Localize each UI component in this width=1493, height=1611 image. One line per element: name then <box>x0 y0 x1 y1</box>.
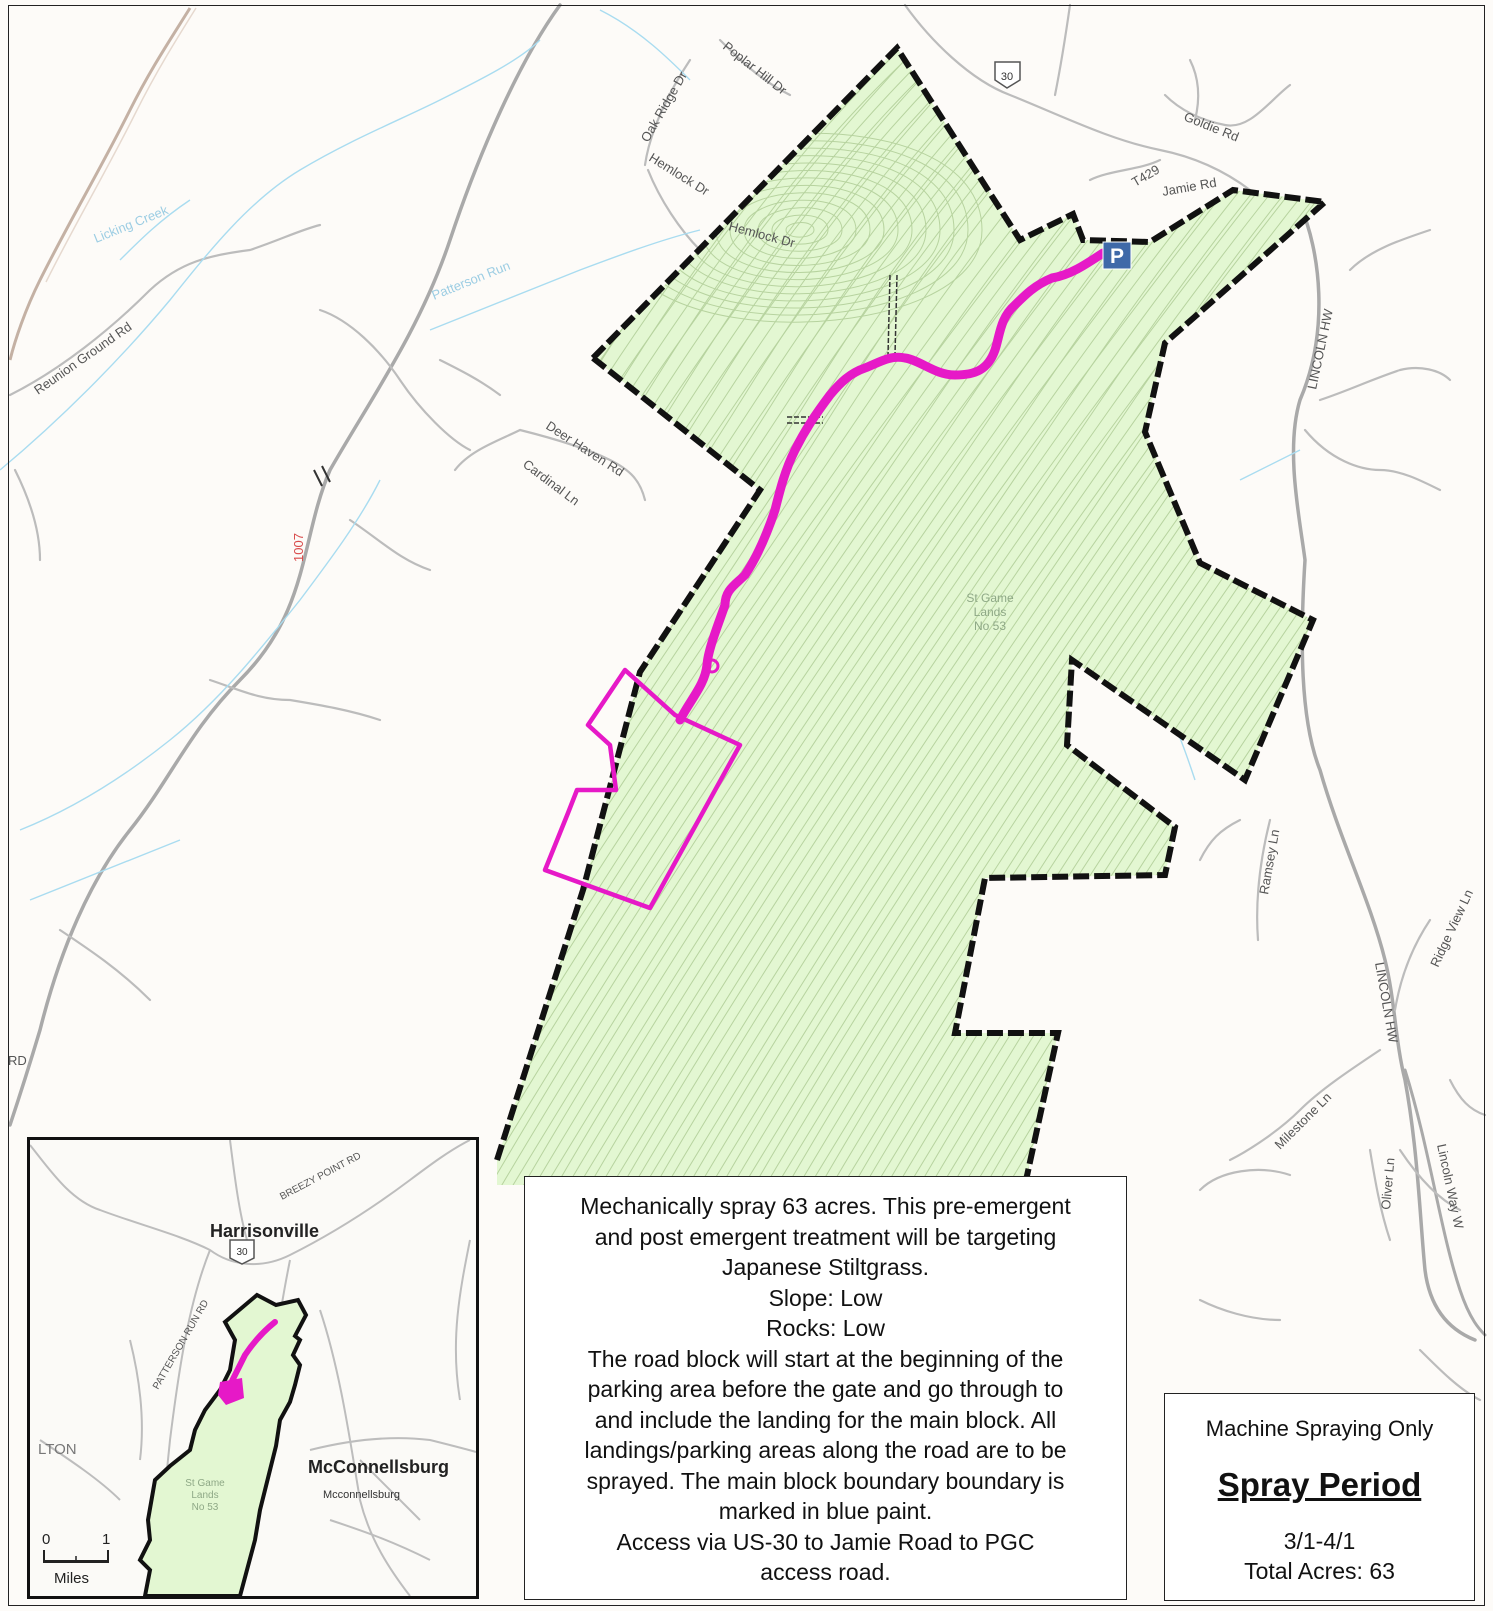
contour-line <box>547 48 1325 1185</box>
inset-map-svg: 30 Harrisonville McConnellsburg Mcconnel… <box>30 1140 476 1596</box>
scale-start: 0 <box>42 1531 50 1548</box>
contour-ring <box>757 207 843 252</box>
notes-line: landings/parking areas along the road ar… <box>584 1437 1067 1463</box>
label-game-lands-3: No 53 <box>974 619 1006 633</box>
notes-line: Slope: Low <box>768 1284 883 1311</box>
contour-line <box>635 48 1325 1185</box>
notes-line: Access via US-30 to Jamie Road to PGC <box>616 1528 1035 1555</box>
contour-line <box>646 48 1325 1185</box>
route-1007-road <box>8 3 562 1127</box>
label-ridge-view-ln: Ridge View Ln <box>1427 887 1476 969</box>
contour-ring <box>771 214 829 245</box>
notes-line: parking area before the gate and go thro… <box>587 1376 1064 1402</box>
label-cardinal-ln: Cardinal Ln <box>520 456 582 508</box>
label-t429: T429 <box>1129 162 1162 190</box>
inset-label-breezy-point-rd: BREEZY POINT RD <box>278 1151 363 1203</box>
inset-label-harrisonville: Harrisonville <box>210 1221 319 1241</box>
spray-period-title: Spray Period <box>1217 1466 1422 1503</box>
svg-text:30: 30 <box>1001 71 1013 83</box>
notes-line: Rocks: Low <box>766 1315 885 1341</box>
spray-dates: 3/1-4/1 <box>1283 1528 1356 1554</box>
highway-line <box>8 7 192 361</box>
label-deer-haven-rd: Deer Haven Rd <box>543 418 626 479</box>
notes-line: sprayed. The main block boundary boundar… <box>586 1467 1065 1494</box>
spray-period-box: Machine Spraying Only Spray Period 3/1-4… <box>1164 1393 1475 1601</box>
access-road-route <box>675 248 1108 725</box>
notes-line: marked in blue paint. <box>718 1498 933 1524</box>
inset-area-label-1: St Game <box>185 1478 225 1489</box>
label-game-lands-1: St Game <box>966 591 1014 605</box>
total-acres: Total Acres: 63 <box>1244 1558 1395 1584</box>
inset-area-label-2: Lands <box>191 1490 218 1501</box>
inset-label-mcconnellsburg: McConnellsburg <box>308 1457 449 1477</box>
contour-line <box>536 48 1325 1185</box>
spray-route <box>542 248 1108 911</box>
contour-line <box>591 48 1325 1185</box>
contour-line <box>602 48 1325 1185</box>
us30-shield-icon: 30 <box>994 61 1021 89</box>
inset-label-patterson-run-rd: PATTERSON RUN RD <box>151 1298 211 1391</box>
bridge-mark <box>313 465 331 487</box>
label-game-lands-2: Lands <box>974 605 1007 619</box>
label-lincoln-hw-1: LINCOLN HW <box>1304 307 1336 391</box>
label-route-1007: 1007 <box>291 533 306 562</box>
inset-label-mcconnellsburg-small: Mcconnellsburg <box>323 1489 400 1501</box>
scale-end: 1 <box>102 1531 110 1548</box>
notes-line: access road. <box>760 1559 891 1585</box>
label-ramsey-ln: Ramsey Ln <box>1256 828 1282 895</box>
contour-ring <box>743 199 857 259</box>
inset-us30-shield-icon: 30 <box>229 1239 255 1265</box>
svg-text:P: P <box>1110 245 1124 268</box>
label-oliver-ln: Oliver Ln <box>1378 1157 1397 1210</box>
inset-map[interactable]: 30 Harrisonville McConnellsburg Mcconnel… <box>27 1137 479 1599</box>
spray-mode: Machine Spraying Only <box>1205 1416 1434 1441</box>
contour-line <box>657 48 1325 1185</box>
parking-icon[interactable]: P <box>1102 241 1132 270</box>
label-edge-rd: RD <box>8 1053 27 1068</box>
notes-line: Japanese Stiltgrass. <box>721 1254 930 1280</box>
label-milestone-ln: Milestone Ln <box>1272 1089 1335 1152</box>
label-oak-ridge-dr: Oak Ridge Dr <box>638 68 691 144</box>
contour-ring <box>729 192 871 266</box>
roads-layer <box>8 3 1487 1402</box>
notes-line: and include the landing for the main blo… <box>594 1406 1057 1433</box>
inset-area-label-3: No 53 <box>192 1502 219 1513</box>
inset-label-alton: LTON <box>38 1441 77 1458</box>
scale-unit: Miles <box>54 1570 89 1587</box>
contour-ring <box>785 222 815 238</box>
lincoln-hw-road <box>1291 203 1477 1342</box>
notes-line: The road block will start at the beginni… <box>587 1345 1064 1372</box>
contour-line <box>668 48 1325 1185</box>
notes-line: and post emergent treatment will be targ… <box>594 1223 1057 1250</box>
contour-line <box>497 48 1163 1185</box>
inset-spray-route <box>227 1319 278 1388</box>
label-goldie-rd: Goldie Rd <box>1182 109 1241 145</box>
contour-line <box>624 48 1325 1185</box>
inset-game-lands <box>137 1292 309 1596</box>
contour-line <box>497 48 1196 1185</box>
contour-line <box>497 48 1229 1185</box>
label-poplar-hill-dr: Poplar Hill Dr <box>720 39 790 98</box>
game-lands-boundary <box>494 43 1332 1186</box>
treatment-notes: Mechanically spray 63 acres. This pre-em… <box>524 1176 1127 1600</box>
label-jamie-rd: Jamie Rd <box>1161 175 1218 199</box>
label-hemlock-dr-1: Hemlock Dr <box>646 150 712 199</box>
contour-line <box>580 48 1325 1185</box>
scale-bar: 0 1 Miles <box>42 1531 110 1587</box>
contour-line <box>558 48 1325 1185</box>
svg-text:30: 30 <box>236 1247 248 1258</box>
contour-line <box>613 48 1325 1185</box>
landing-block <box>542 667 743 911</box>
label-lincoln-way-w: Lincoln Way W <box>1434 1143 1467 1231</box>
notes-line: Mechanically spray 63 acres. This pre-em… <box>580 1193 1071 1219</box>
contour-line <box>569 48 1325 1185</box>
